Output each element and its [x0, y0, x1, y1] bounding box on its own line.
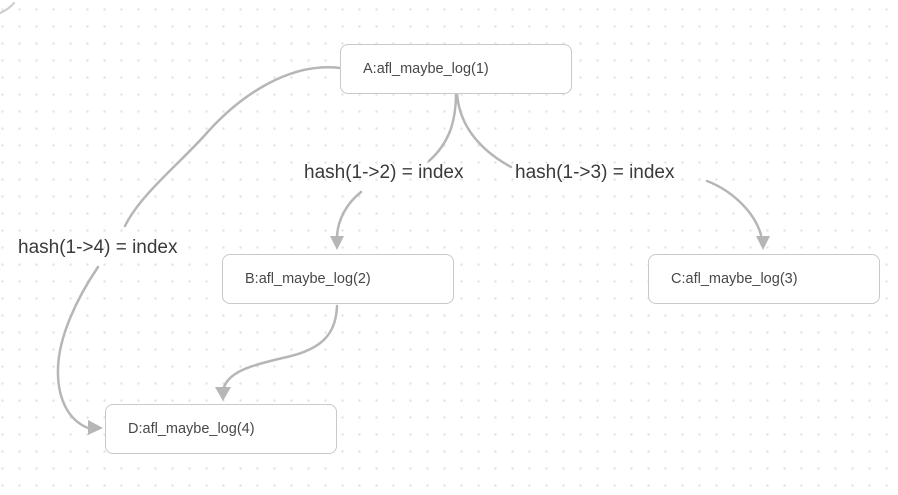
- clipped-edge-fragment: [0, 2, 15, 15]
- arrowhead-into-b: [330, 236, 344, 250]
- edge-a-to-d-upper-segment: [123, 66, 342, 228]
- arrowhead-into-d-left: [88, 420, 103, 435]
- edge-a-to-c[interactable]: [455, 91, 770, 250]
- node-c[interactable]: C:afl_maybe_log(3): [648, 254, 880, 304]
- edge-b-to-d-segment: [222, 304, 339, 389]
- edge-a-to-b-upper-segment: [427, 91, 458, 163]
- edge-a-to-b[interactable]: [330, 91, 458, 250]
- edge-a-to-c-lower-segment: [705, 179, 763, 237]
- node-d[interactable]: D:afl_maybe_log(4): [105, 404, 337, 454]
- edge-label-hash-1-4[interactable]: hash(1->4) = index: [18, 237, 178, 258]
- edge-a-to-d-lower-segment: [56, 265, 100, 430]
- arrowhead-into-c: [756, 236, 770, 250]
- node-a[interactable]: A:afl_maybe_log(1): [340, 44, 572, 94]
- node-c-label: C:afl_maybe_log(3): [671, 271, 798, 287]
- node-b-label: B:afl_maybe_log(2): [245, 271, 371, 287]
- edge-a-to-b-lower-segment: [335, 190, 363, 238]
- arrowhead-into-d-top: [215, 387, 231, 401]
- edge-label-hash-1-3[interactable]: hash(1->3) = index: [515, 162, 675, 183]
- edge-a-to-d[interactable]: [56, 66, 342, 435]
- edge-label-hash-1-2[interactable]: hash(1->2) = index: [304, 162, 464, 183]
- node-d-label: D:afl_maybe_log(4): [128, 421, 255, 437]
- node-a-label: A:afl_maybe_log(1): [363, 61, 489, 77]
- edge-a-to-c-upper-segment: [455, 91, 513, 169]
- node-b[interactable]: B:afl_maybe_log(2): [222, 254, 454, 304]
- edge-b-to-d[interactable]: [215, 304, 339, 401]
